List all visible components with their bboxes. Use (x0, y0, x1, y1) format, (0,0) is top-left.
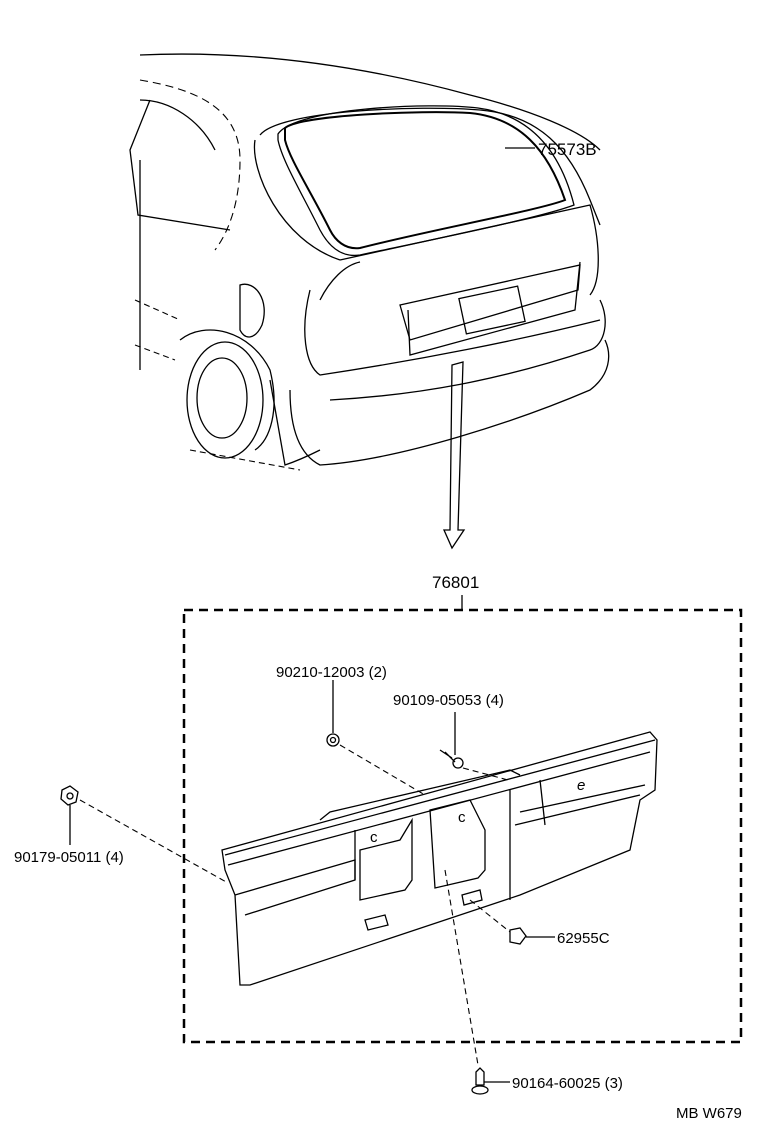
bolt-icon (439, 749, 464, 769)
nut-top-icon (326, 733, 340, 747)
callout-90179-05011: 90179-05011 (4) (14, 849, 124, 866)
dashed-leader (339, 744, 426, 796)
callout-62955c: 62955C (557, 930, 610, 947)
callout-90164-60025: 90164-60025 (3) (512, 1075, 623, 1092)
dashed-leader (469, 899, 511, 933)
assembly-frame (182, 608, 743, 1044)
svg-text:e: e (577, 777, 585, 794)
nut-left-icon (60, 785, 79, 806)
svg-text:c: c (458, 809, 466, 826)
clip-icon (509, 927, 527, 945)
callout-90210-12003: 90210-12003 (2) (276, 664, 387, 681)
arrow-down-icon (442, 361, 466, 550)
dashed-leader (444, 869, 479, 1066)
callout-76801: 76801 (432, 573, 479, 592)
svg-text:c: c (370, 829, 378, 846)
dashed-leader (79, 799, 229, 884)
back-door-garnish: c c e (221, 731, 658, 986)
figure-code: MB W679 (676, 1105, 742, 1122)
screw-icon (471, 1067, 489, 1095)
car-rear-illustration (129, 53, 610, 471)
dashed-leader (462, 767, 509, 781)
callout-90109-05053: 90109-05053 (4) (393, 692, 504, 709)
callout-75573b: 75573B (538, 140, 597, 159)
